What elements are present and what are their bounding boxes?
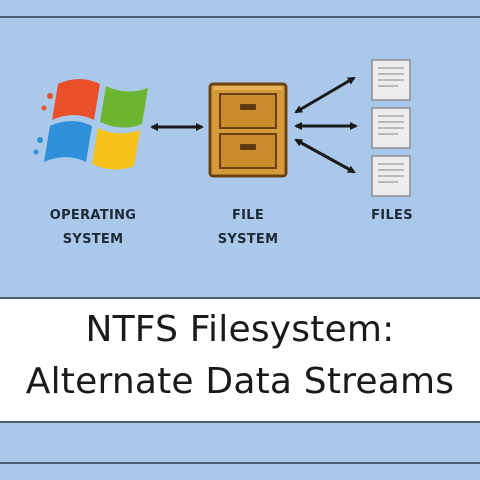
bidirectional-arrow-fs-file-bottom xyxy=(294,138,356,174)
top-divider xyxy=(0,16,480,18)
windows-logo-icon xyxy=(33,79,148,170)
label-files: FILES xyxy=(352,204,432,228)
title-banner: NTFS Filesystem: Alternate Data Streams xyxy=(0,299,480,421)
banner-top-border xyxy=(0,297,480,299)
label-operating-system: OPERATING SYSTEM xyxy=(28,204,158,252)
label-file-system: FILE SYSTEM xyxy=(196,204,300,252)
title-line-2: Alternate Data Streams xyxy=(25,361,455,402)
document-stack-icon xyxy=(371,59,411,197)
label-line: SYSTEM xyxy=(217,232,279,247)
bidirectional-arrow-fs-file-top xyxy=(294,76,356,114)
document-icon xyxy=(371,107,411,149)
label-line: FILE xyxy=(231,208,265,223)
file-cabinet-icon xyxy=(208,82,288,178)
document-icon xyxy=(371,155,411,197)
label-line: SYSTEM xyxy=(62,232,124,247)
document-icon xyxy=(371,59,411,101)
bottom-divider xyxy=(0,462,480,464)
filesystem-diagram: OPERATING SYSTEM FILE SYSTEM FILES xyxy=(28,59,432,252)
label-line: OPERATING xyxy=(49,208,137,223)
title-line-1: NTFS Filesystem: xyxy=(85,309,395,350)
diagram-graphics xyxy=(33,59,411,197)
label-line: FILES xyxy=(371,208,413,223)
banner-bottom-border xyxy=(0,421,480,423)
